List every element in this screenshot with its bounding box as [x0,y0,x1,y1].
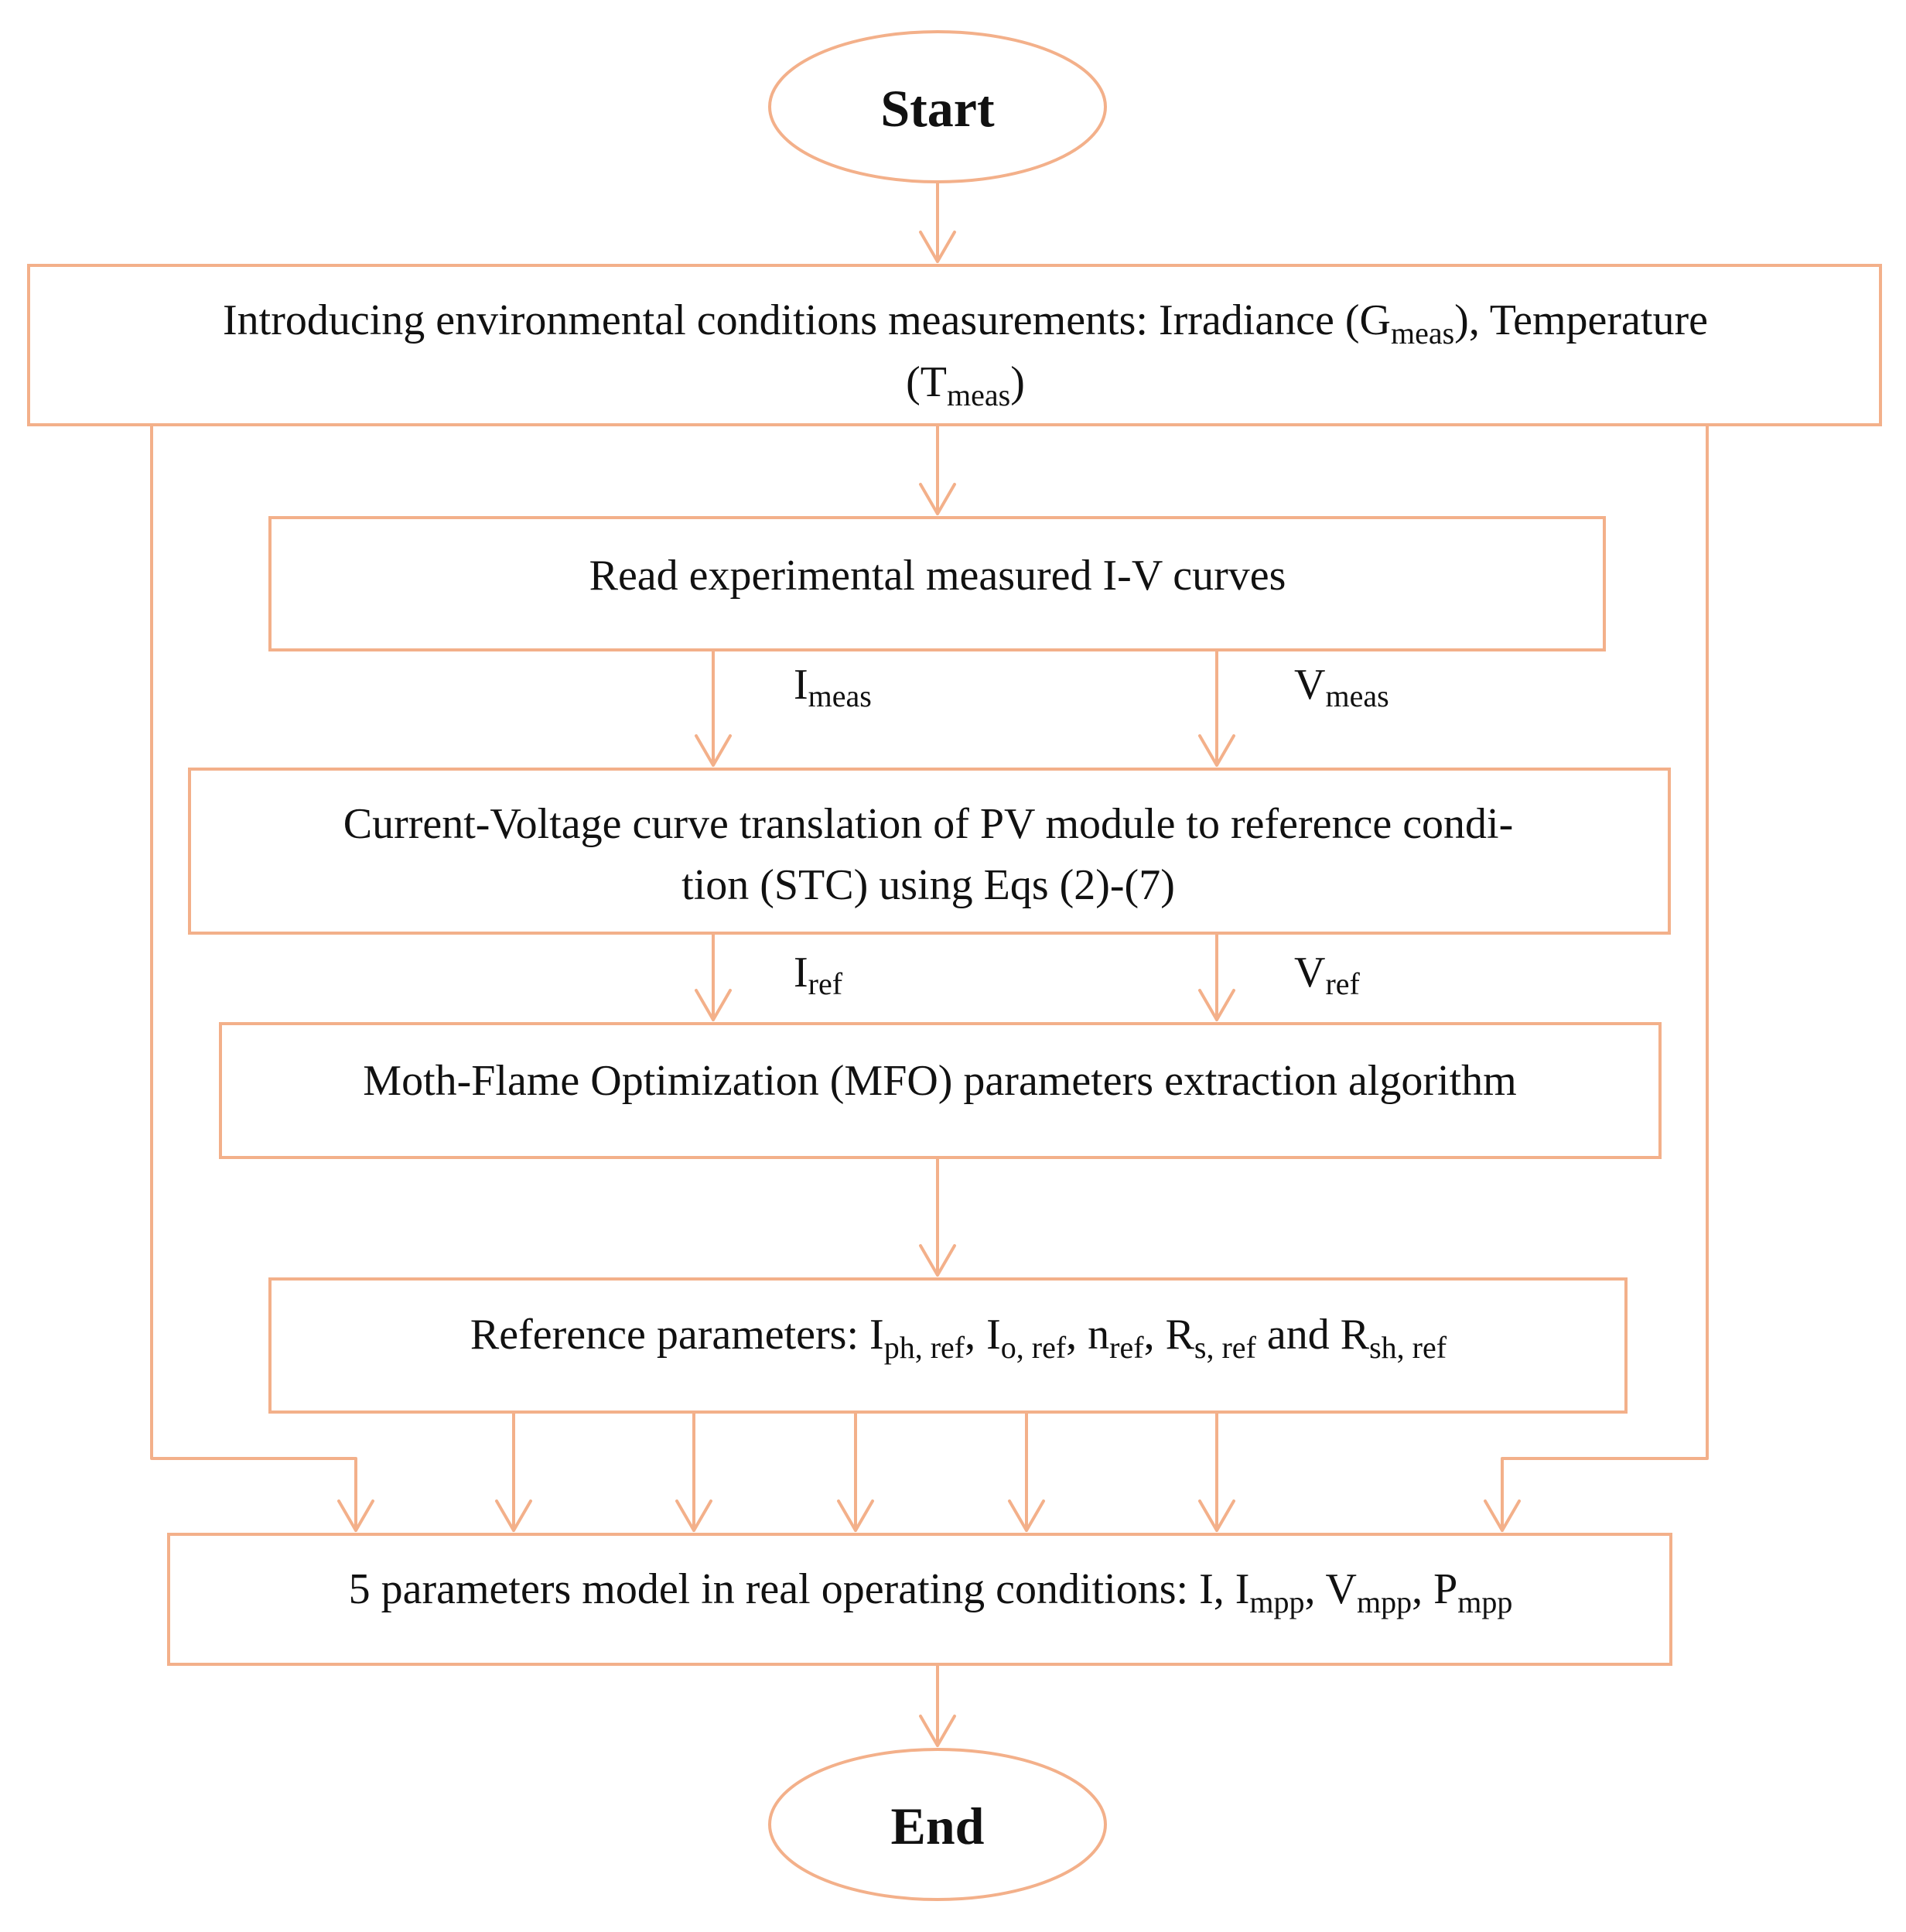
imeas-label: Imeas [740,661,904,716]
arrow-ref-to-model-5 [1198,1411,1235,1532]
end-terminal [768,1748,1107,1901]
arrow-ref-to-model-4 [1008,1411,1045,1532]
arrow-ref-to-model-3 [837,1411,874,1532]
arrow-imeas [695,648,732,767]
five-parameter-model-box [167,1533,1672,1666]
curve-translation-line2: tion (STC) using Eqs (2)-(7) [681,861,1175,909]
five-parameter-model-label: 5 parameters model in real operating con… [295,1565,1546,1623]
arrow-env-to-read [919,423,956,515]
curve-translation-box [188,768,1671,935]
arrow-model-to-end [919,1663,956,1747]
end-label: End [891,1797,985,1855]
read-iv-curves-box [268,516,1606,651]
env-conditions-box [27,264,1882,426]
arrow-mfo-to-ref [919,1156,956,1277]
arrow-vmeas [1198,648,1235,767]
arrow-start-to-env [919,180,956,263]
arrow-vref [1198,932,1235,1021]
env-conditions-line2: (Tmeas) [852,358,1057,412]
iref-label: Iref [740,949,875,1004]
arrow-ref-to-model-1 [495,1411,532,1532]
reference-parameters-box [268,1277,1628,1414]
reference-parameters-label: Reference parameters: Iph, ref, Io, ref,… [416,1311,1479,1368]
mfo-algorithm-label: Moth-Flame Optimization (MFO) parameters… [363,1057,1516,1105]
arrow-env-left-bypass [150,423,374,1532]
mfo-algorithm-box [219,1022,1662,1159]
vref-label: Vref [1241,949,1392,1004]
start-label: Start [880,79,995,138]
env-conditions-line1: Introducing environmental conditions mea… [169,296,1740,350]
read-iv-curves-label: Read experimental measured I-V curves [589,552,1286,600]
arrow-iref [695,932,732,1021]
arrow-ref-to-model-2 [675,1411,712,1532]
arrow-env-right-bypass [1484,423,1709,1532]
curve-translation-line1: Current-Voltage curve translation of PV … [343,800,1514,848]
vmeas-label: Vmeas [1241,661,1422,716]
